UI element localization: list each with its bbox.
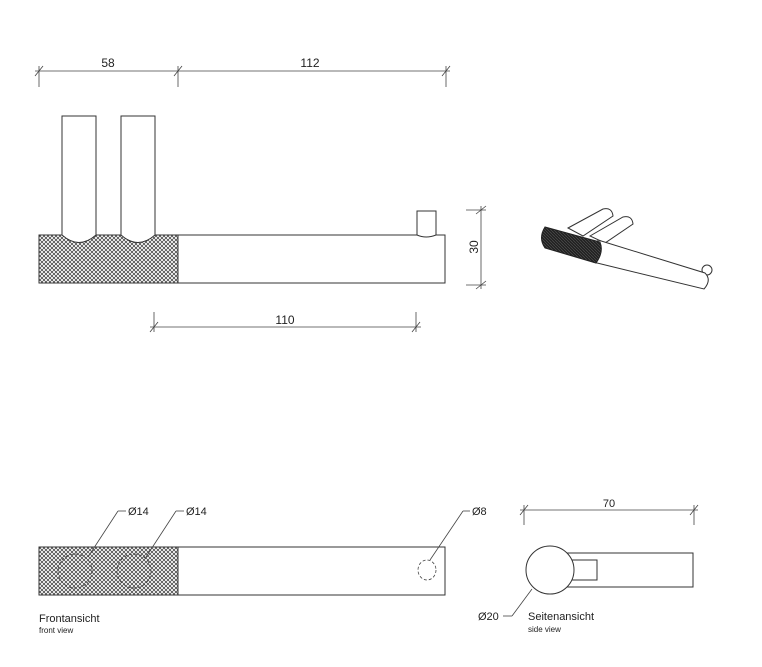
side-view: 70 Ø20 Seitenansicht side view — [478, 498, 699, 634]
dim-70: 70 — [603, 498, 615, 510]
front-view-title: Frontansicht — [39, 613, 100, 625]
callout-post2-diameter: Ø14 — [186, 506, 207, 518]
dimension-110: 110 — [149, 312, 421, 333]
knurled-grip — [38, 234, 179, 284]
front-view: Ø14 Ø14 Ø8 Frontansicht front view — [38, 506, 487, 635]
callout-pin-diameter: Ø8 — [472, 506, 487, 518]
dim-110: 110 — [275, 313, 294, 327]
dim-112: 112 — [300, 56, 319, 70]
dim-58: 58 — [101, 56, 115, 70]
callout-bar-diameter: Ø20 — [478, 611, 499, 623]
side-view-title: Seitenansicht — [528, 611, 594, 623]
post-2 — [120, 115, 156, 243]
post-1 — [61, 115, 97, 243]
knurled-grip-3d — [541, 226, 602, 264]
isometric-view — [541, 208, 713, 290]
top-view — [38, 115, 446, 284]
bar — [177, 234, 446, 284]
front-view-subtitle: front view — [39, 626, 73, 635]
callout-post1-diameter: Ø14 — [128, 506, 149, 518]
pin — [416, 210, 437, 238]
side-view-subtitle: side view — [528, 625, 561, 634]
pin-hole — [417, 559, 437, 581]
dimension-top: 58 112 — [34, 56, 451, 87]
dim-30: 30 — [467, 240, 481, 254]
dimension-30: 30 — [466, 205, 487, 290]
